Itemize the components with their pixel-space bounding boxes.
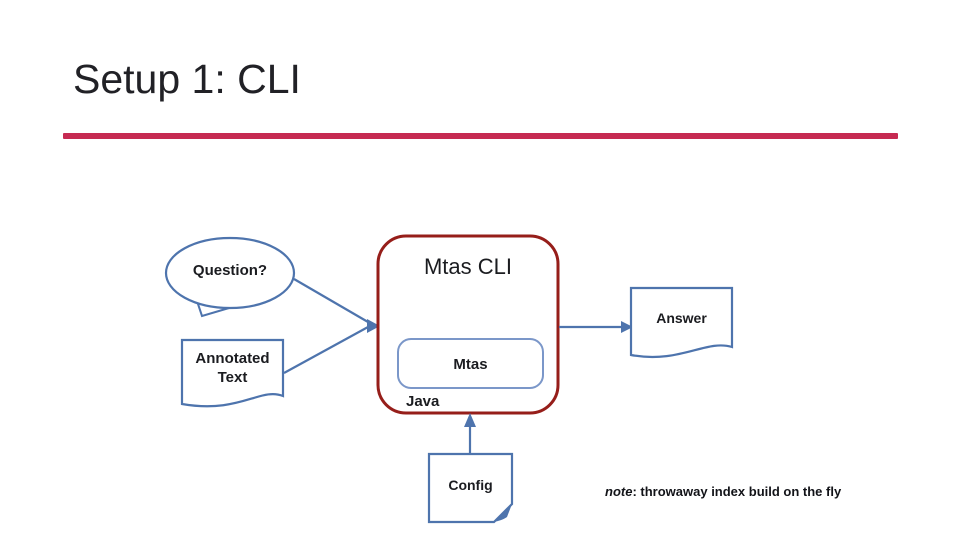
question-bubble [164,236,296,310]
annotated-text-label: Annotated Text [195,350,270,386]
answer-document [629,286,734,359]
config-label: Config [448,477,493,493]
config-folded-corner-icon [494,504,512,522]
title-underline [63,133,898,139]
arrowhead-into-answer-icon [621,321,633,333]
answer-label: Answer [656,310,707,326]
annotated-text-document [180,338,285,408]
note-rest: : throwaway index build on the fly [632,484,842,499]
question-label: Question? [192,262,268,279]
java-label: Java [406,393,440,410]
arrow-question-to-cli [293,278,369,323]
arrow-annotated-to-cli [283,326,369,374]
mtas-label: Mtas [453,356,488,373]
mtas-inner-box [397,338,544,389]
cli-box-title: Mtas CLI [423,254,513,279]
note-lead: note [605,484,633,499]
note-text: note: throwaway index build on the fly [605,484,905,499]
arrowhead-into-cli-bottom-icon [464,413,476,427]
page-title: Setup 1: CLI [73,56,301,102]
arrowhead-into-cli-icon [367,319,380,333]
